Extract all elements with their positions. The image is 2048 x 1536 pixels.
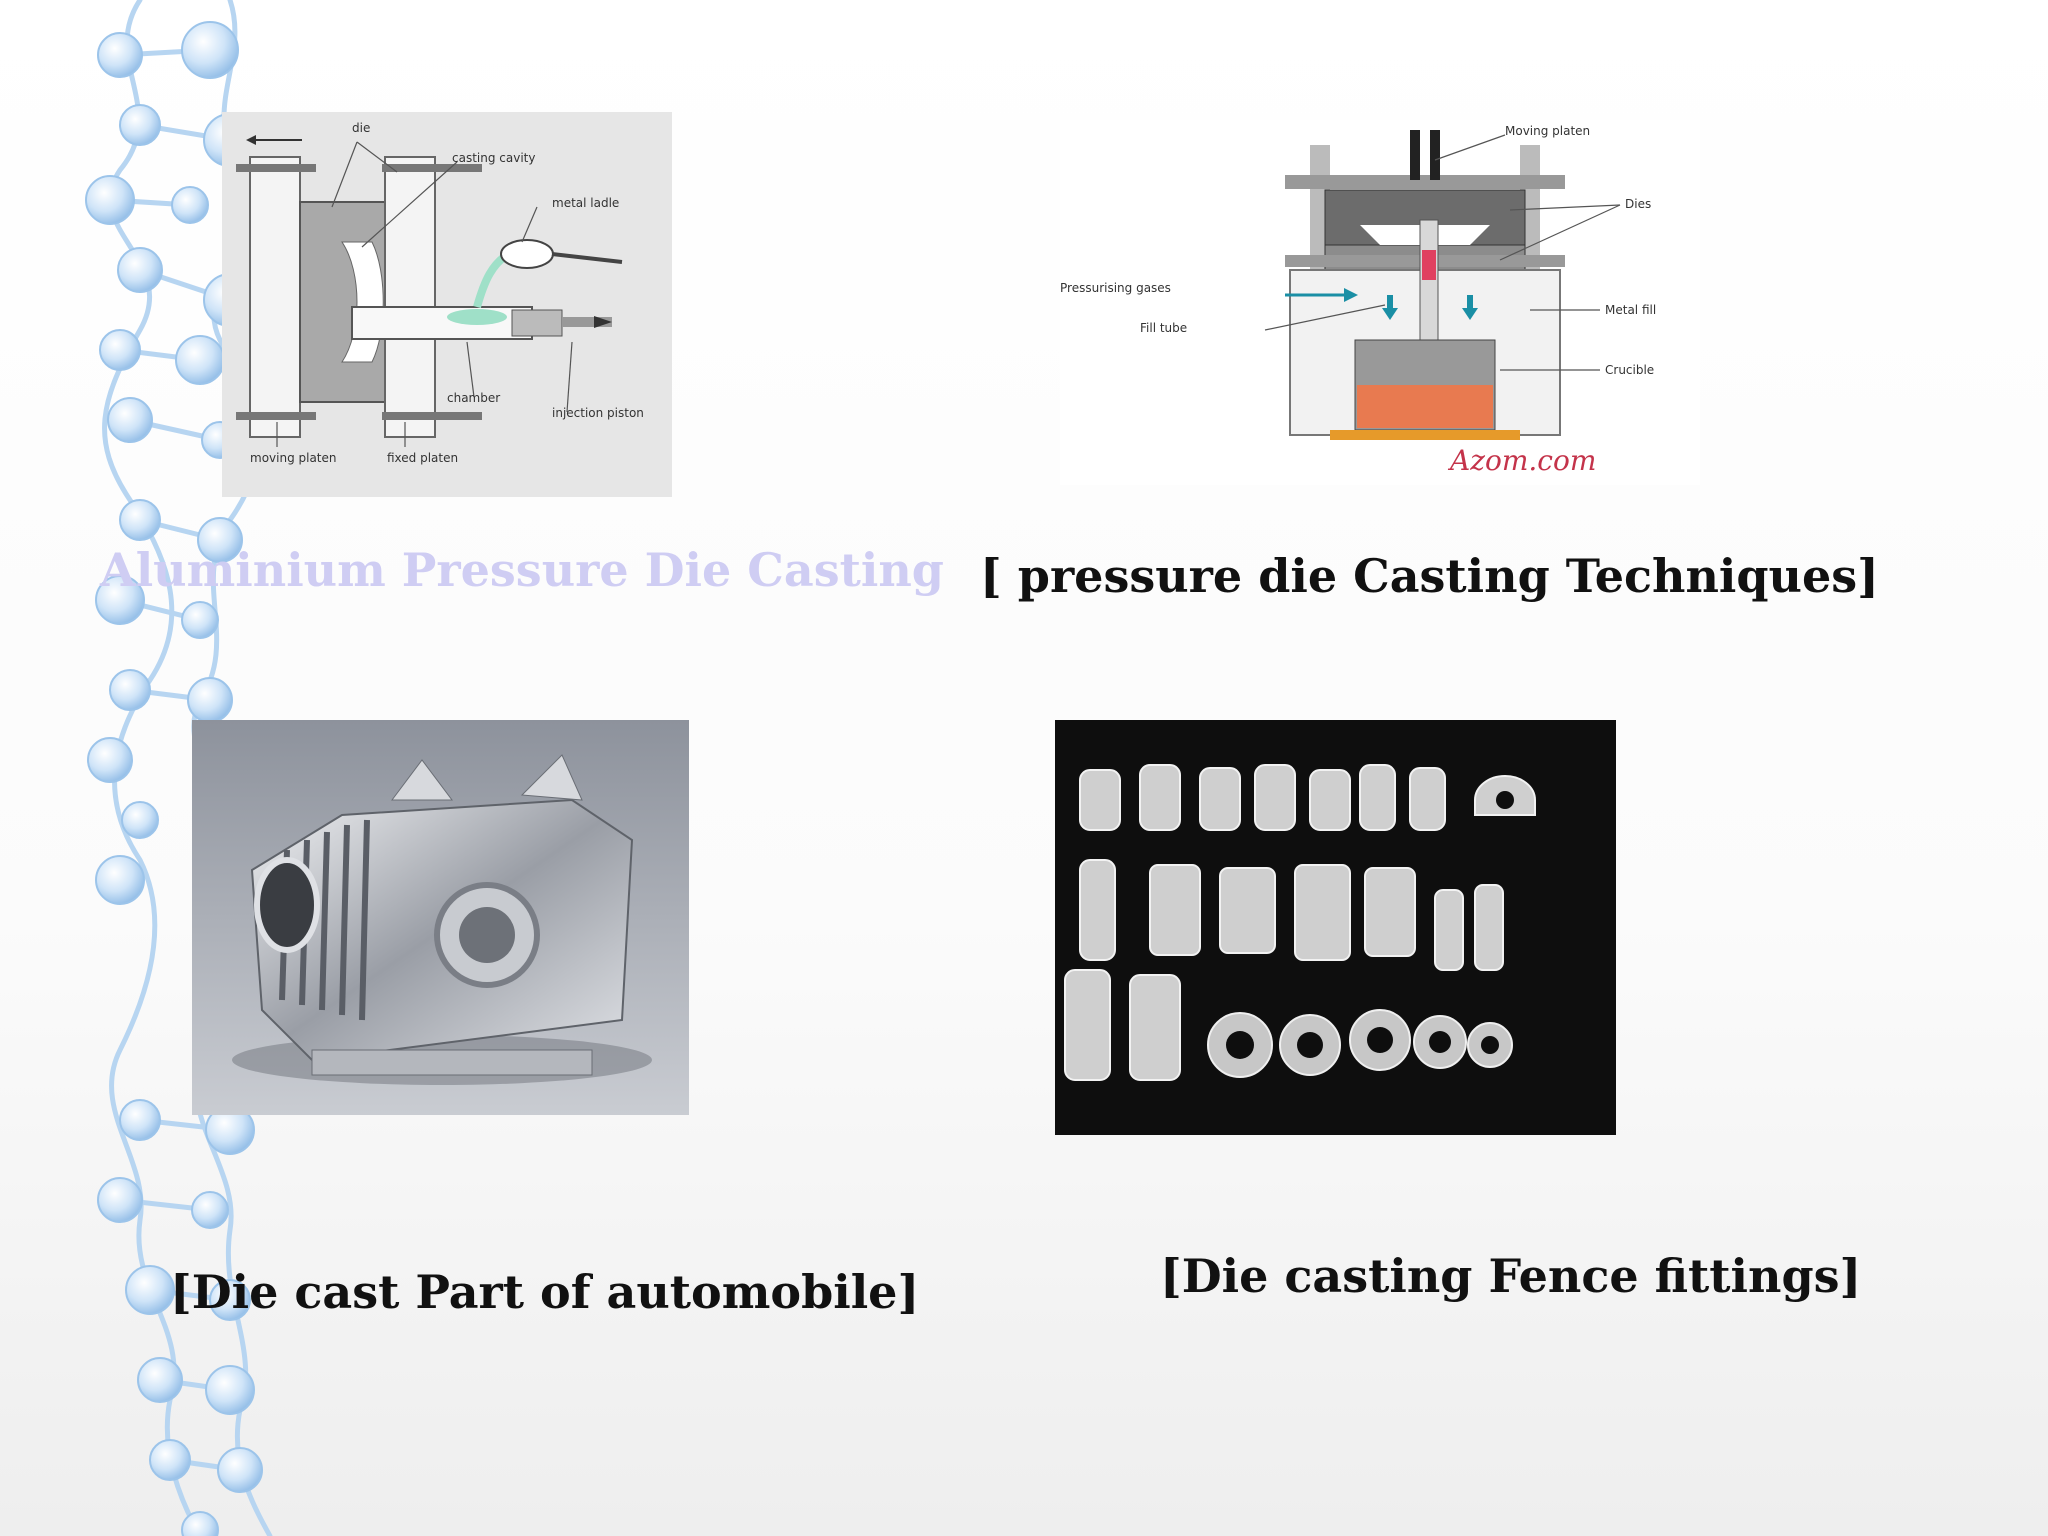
label-die: die bbox=[352, 121, 370, 135]
label-moving-platen: Moving platen bbox=[1505, 124, 1590, 138]
label-casting-cavity: casting cavity bbox=[452, 151, 535, 165]
label-fill-tube: Fill tube bbox=[1140, 321, 1187, 335]
caption-die-casting-fence-fittings: [Die casting Fence fittings] bbox=[1160, 1249, 1862, 1303]
low-pressure-die-casting-diagram: Moving platen Dies Pressurising gases Fi… bbox=[1060, 120, 1700, 485]
pressure-die-casting-diagram: die casting cavity metal ladle chamber i… bbox=[222, 112, 672, 497]
caption-die-cast-part-automobile: [Die cast Part of automobile] bbox=[170, 1265, 920, 1319]
fence-fittings-photo bbox=[1055, 720, 1616, 1135]
label-injection-piston: injection piston bbox=[552, 406, 644, 420]
label-metal-fill: Metal fill bbox=[1605, 303, 1656, 317]
caption-pressure-die-casting-techniques: [ pressure die Casting Techniques] bbox=[980, 549, 1879, 603]
label-fixed-platen: fixed platen bbox=[387, 451, 458, 465]
label-chamber: chamber bbox=[447, 391, 500, 405]
label-crucible: Crucible bbox=[1605, 363, 1654, 377]
label-dies: Dies bbox=[1625, 197, 1651, 211]
label-pressurising-gases: Pressurising gases bbox=[1060, 281, 1171, 295]
label-metal-ladle: metal ladle bbox=[552, 196, 619, 210]
caption-aluminium-pressure-die-casting: Aluminium Pressure Die Casting bbox=[100, 543, 944, 597]
azom-signature: Azom.com bbox=[1447, 444, 1596, 477]
automobile-part-photo bbox=[192, 720, 689, 1115]
label-moving-platen: moving platen bbox=[250, 451, 337, 465]
